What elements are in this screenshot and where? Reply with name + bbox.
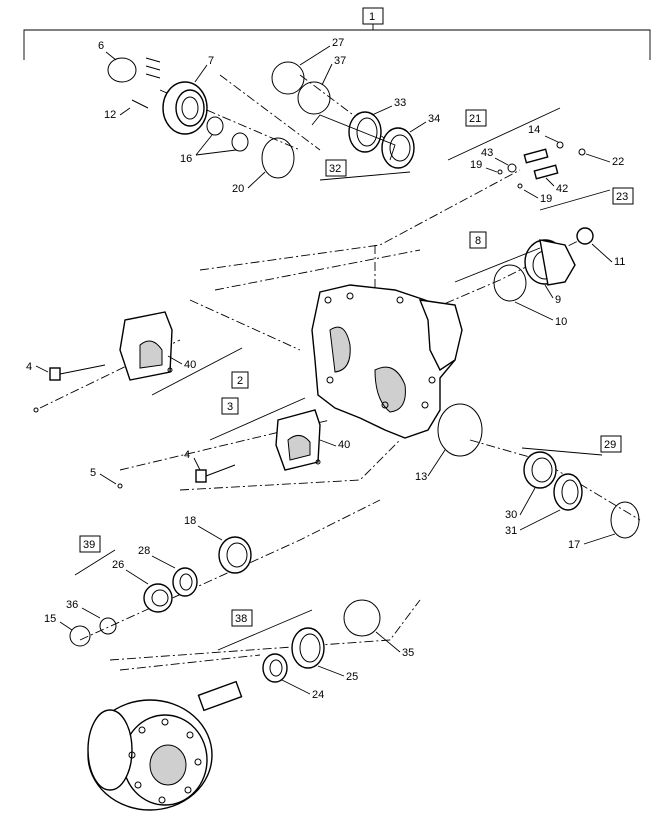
- seal-part: [218, 536, 252, 574]
- group-label: 3: [227, 401, 233, 413]
- cap-part: [576, 227, 594, 245]
- connection-lines: [39, 74, 641, 671]
- callout: 12: [104, 109, 116, 121]
- callout: 22: [612, 156, 624, 168]
- main-housing: [311, 284, 463, 439]
- callout: 10: [555, 316, 567, 328]
- callout: 40: [184, 359, 196, 371]
- callout: 16: [180, 153, 192, 165]
- boxed-labels: 21 23 32 8 2 3 29 39 38: [79, 109, 634, 627]
- callout: 31: [505, 525, 517, 537]
- callout: 34: [428, 113, 440, 125]
- callout: 27: [332, 37, 344, 49]
- group-label: 2: [237, 375, 243, 387]
- bearing-cup-part: [172, 567, 198, 597]
- bearing-cone-part: [381, 127, 415, 169]
- group-label: 29: [604, 439, 616, 451]
- callout: 30: [505, 509, 517, 521]
- o-ring-part: [343, 599, 381, 637]
- flange-part: [162, 81, 208, 135]
- bearing-cone-part: [553, 473, 583, 511]
- callout: 6: [98, 40, 104, 52]
- group-label: 32: [329, 163, 341, 175]
- bearing-cup-part: [348, 111, 382, 153]
- bearing-cone-part: [262, 653, 288, 683]
- ring-part: [206, 116, 224, 136]
- snap-ring-part: [610, 501, 640, 539]
- group-label: 39: [83, 539, 95, 551]
- callout: 43: [481, 147, 493, 159]
- callout: 13: [415, 471, 427, 483]
- group-label: 38: [235, 613, 247, 625]
- bolt-parts: [33, 364, 321, 489]
- callout: 9: [555, 294, 561, 306]
- callout: 28: [138, 545, 150, 557]
- callout: 4: [184, 449, 190, 461]
- ring-part: [99, 617, 117, 635]
- callout: 24: [312, 689, 324, 701]
- callout: 17: [568, 539, 580, 551]
- box-label-1: 1: [369, 11, 375, 23]
- group-brackets: [74, 107, 611, 651]
- assembly-bracket: 1: [23, 7, 651, 60]
- bolt-parts: [131, 57, 161, 109]
- group-label: 8: [475, 235, 481, 247]
- callout: 11: [614, 256, 625, 268]
- callout: 14: [528, 124, 540, 136]
- group-label: 21: [469, 113, 481, 125]
- fitting-parts: [497, 141, 586, 189]
- callout: 33: [394, 97, 406, 109]
- coupler-part: [524, 239, 576, 286]
- carrier-assembly-part: [87, 680, 243, 811]
- callout-labels: 6 7 12 16 20 27 37 33 34 14 43 19 22 42 …: [26, 37, 625, 701]
- bearing-cone-part: [143, 583, 173, 613]
- group-label: 23: [616, 191, 628, 203]
- callout: 25: [346, 671, 358, 683]
- callout: 36: [66, 599, 78, 611]
- callout: 37: [334, 55, 346, 67]
- ring-part: [231, 132, 249, 152]
- snap-ring-part: [271, 61, 305, 95]
- seal-part: [437, 403, 483, 457]
- callout: 35: [402, 647, 414, 659]
- bearing-cap-part: [275, 409, 321, 471]
- callout: 5: [90, 467, 96, 479]
- callout: 40: [338, 439, 350, 451]
- callout: 18: [184, 515, 196, 527]
- snap-ring-part: [261, 137, 295, 179]
- callout: 20: [232, 183, 244, 195]
- callout: 15: [44, 613, 56, 625]
- bearing-cup-part: [291, 627, 325, 669]
- bearing-cup-part: [523, 451, 557, 489]
- callout: 26: [112, 559, 124, 571]
- callout: 19: [470, 159, 482, 171]
- callout: 7: [208, 55, 214, 67]
- snap-ring-part: [297, 81, 331, 115]
- seal-part: [493, 264, 527, 302]
- callout: 4: [26, 361, 32, 373]
- bearing-cap-part: [119, 311, 173, 381]
- o-ring-part: [107, 57, 137, 83]
- callout: 19: [540, 193, 552, 205]
- callout: 42: [556, 183, 568, 195]
- snap-ring-part: [69, 625, 91, 647]
